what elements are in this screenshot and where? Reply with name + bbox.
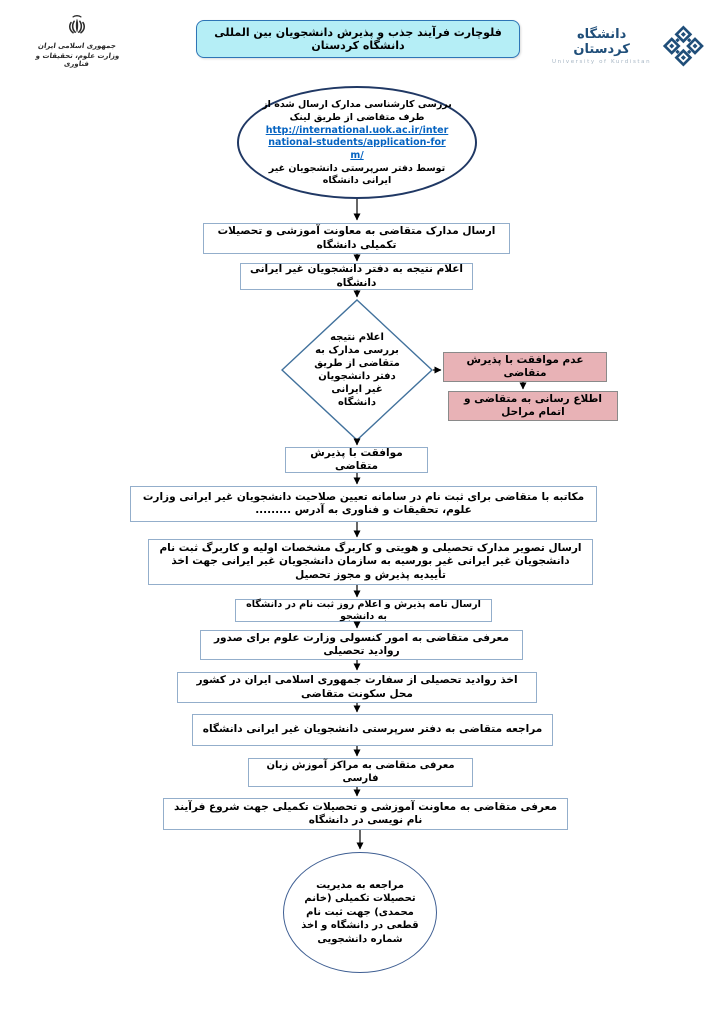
step-obtain-study-visa: اخذ روادید تحصیلی از سفارت جمهوری اسلامی… (177, 672, 537, 703)
step-visit-supervision-office: مراجعه متقاضی به دفتر سرپرستی دانشجویان … (192, 714, 553, 746)
ministry-name: جمهوری اسلامی ایران (37, 42, 117, 50)
decision-text: اعلام نتیجه بررسی مدارک به متقاضی از طری… (314, 332, 400, 408)
step-consular-introduction: معرفی متقاضی به امور کنسولی وزارت علوم ب… (200, 630, 523, 660)
university-name-en: University of Kurdistan (552, 59, 652, 65)
iran-emblem-icon (68, 15, 86, 34)
university-name-fa: دانشگاه کردستان (573, 27, 630, 57)
application-form-link[interactable]: http://international.uok.ac.ir/internati… (265, 124, 449, 161)
flowchart-title: فلوچارت فرآیند جذب و پذیرش دانشجویان بین… (196, 20, 520, 58)
end-ellipse: مراجعه به مدیریت تحصیلات تکمیلی (خانم مح… (283, 852, 437, 973)
ministry-department: وزارت علوم، تحقیقات و فناوری (35, 52, 120, 68)
university-of-kurdistan-logo-icon (663, 25, 705, 67)
ministry-block: جمهوری اسلامی ایران وزارت علوم، تحقیقات … (22, 14, 132, 68)
start-text-before-link: بررسی کارشناسی مدارک ارسال شده از طرف مت… (262, 99, 452, 123)
step-eligibility-system-correspondence: مکاتبه با متقاضی برای ثبت نام در سامانه … (130, 486, 597, 522)
step-announce-result-to-office: اعلام نتیجه به دفتر دانشجویان غیر ایرانی… (240, 263, 473, 290)
step-start-registration-process: معرفی متقاضی به معاونت آموزشی و تحصیلات … (163, 798, 568, 830)
step-persian-language-centers: معرفی متقاضی به مراکز آموزش زبان فارسی (248, 758, 473, 787)
start-text-after-link: توسط دفتر سرپرستی دانشجویان غیر ایرانی د… (268, 163, 446, 187)
start-ellipse: بررسی کارشناسی مدارک ارسال شده از طرف مت… (237, 86, 477, 199)
step-send-to-vice-chancellor: ارسال مدارک متقاضی به معاونت آموزشی و تح… (203, 223, 510, 254)
step-approve-admission: موافقت با پذیرش متقاضی (285, 447, 428, 473)
step-send-document-images: ارسال تصویر مدارک تحصیلی و هویتی و کاربر… (148, 539, 593, 585)
reject-notify-end-box: اطلاع رسانی به متقاضی و اتمام مراحل (448, 391, 618, 421)
step-send-admission-letter: ارسال نامه پذیرش و اعلام روز ثبت نام در … (235, 599, 492, 622)
reject-no-approval-box: عدم موافقت با پذیرش متقاضی (443, 352, 607, 382)
university-block: دانشگاه کردستان University of Kurdistan (548, 20, 706, 72)
decision-diamond: اعلام نتیجه بررسی مدارک به متقاضی از طری… (281, 299, 433, 441)
